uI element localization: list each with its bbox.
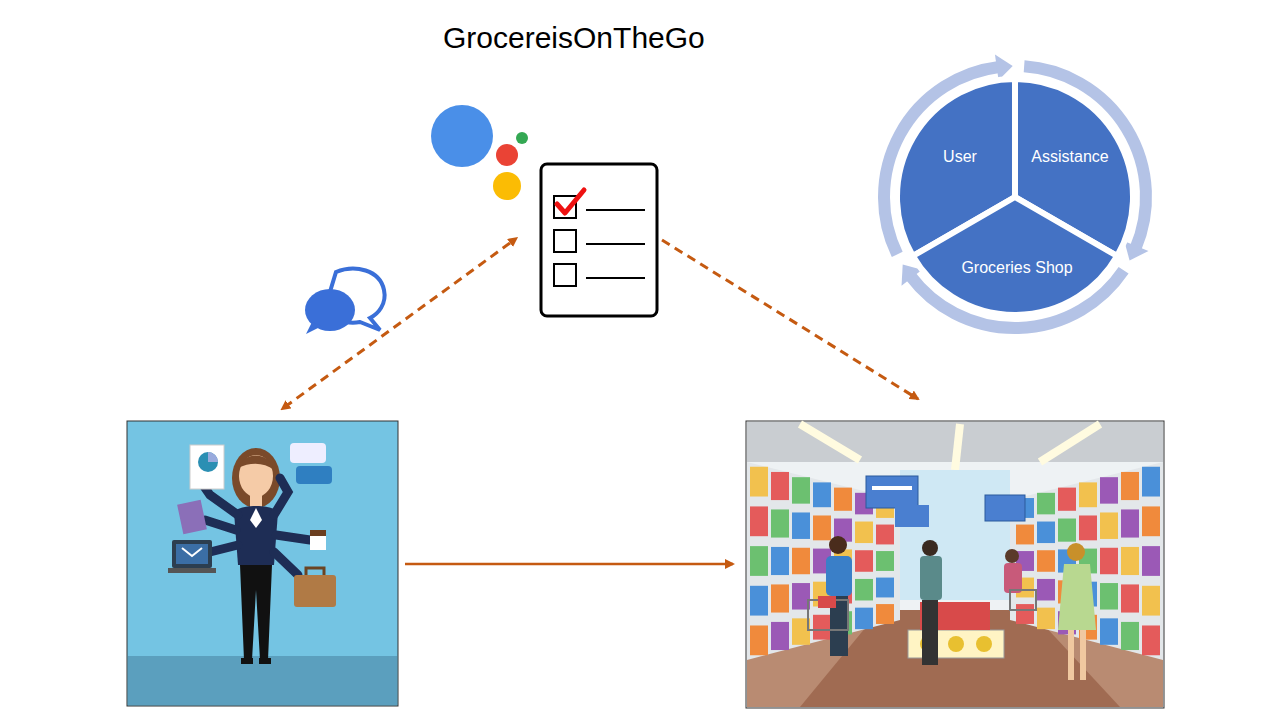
supermarket-picture	[746, 421, 1164, 708]
cycle-segment: Groceries Shop	[890, 72, 1140, 322]
chat-icon	[305, 269, 385, 334]
diagram-title: GrocereisOnTheGo	[443, 21, 705, 55]
busy-woman-picture	[127, 421, 398, 706]
assistant-logo	[431, 105, 528, 200]
segment-label: Assistance	[1031, 148, 1108, 166]
segment-label: User	[943, 148, 977, 166]
dashed-arrow	[662, 240, 918, 399]
solid-arrow	[405, 563, 733, 566]
checklist-icon	[541, 164, 657, 316]
dashed-arrow	[282, 243, 510, 409]
segment-label: Groceries Shop	[961, 259, 1072, 277]
